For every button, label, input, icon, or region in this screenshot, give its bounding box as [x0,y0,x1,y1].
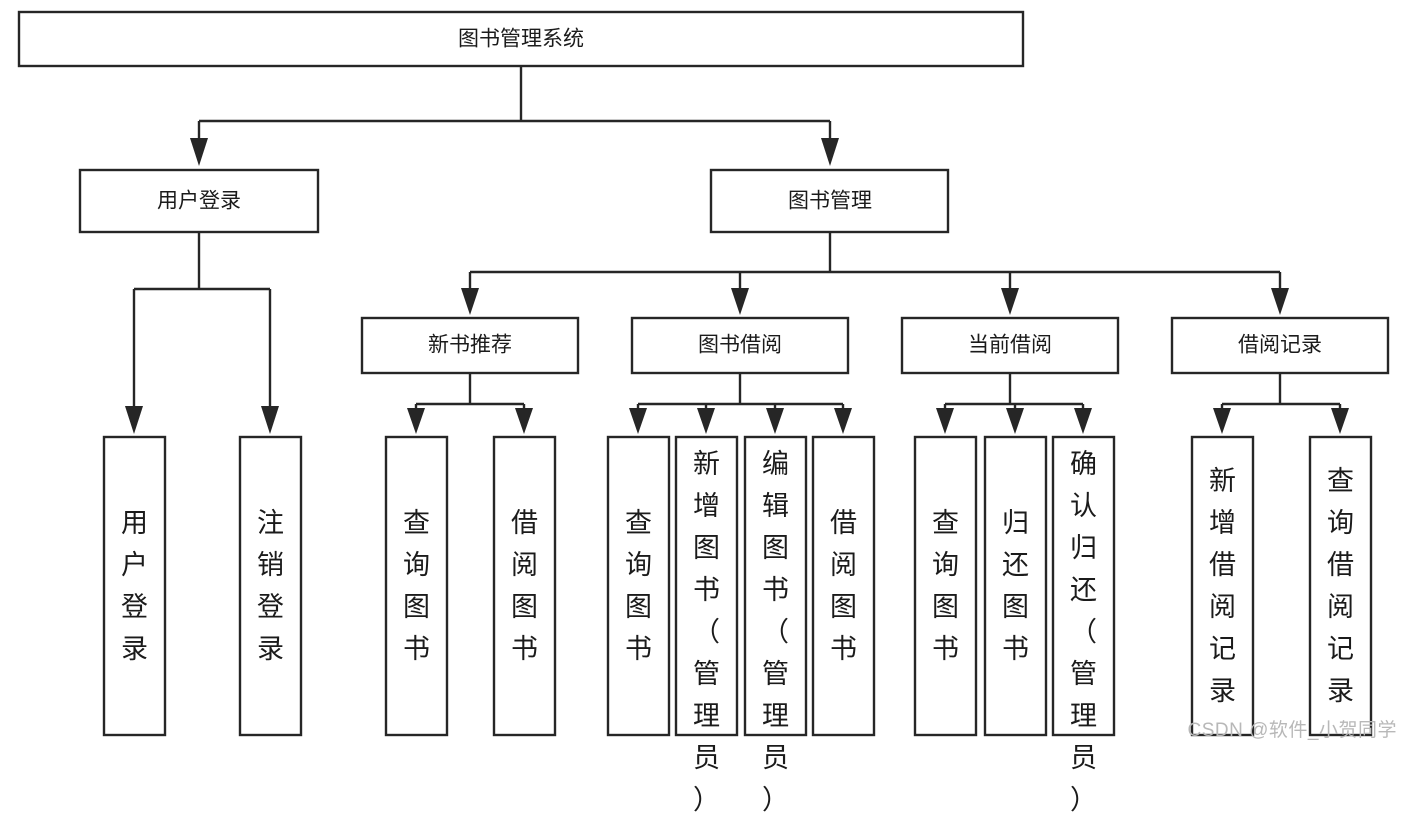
node-book-borrow-label: 图书借阅 [698,334,782,357]
leaf-return-book-box[interactable] [983,435,1048,737]
arrow-to-leaf-borrow-book-1 [515,408,533,434]
arrow-to-leaf-add-book [697,408,715,434]
arrow-to-user-login [190,138,208,166]
flowchart-canvas: 图书管理系统 用户登录 图书管理 新书推荐 图书借阅 当前借阅 借阅记录 [17,10,1396,815]
edge-group-root-to-level2 [190,66,839,166]
node-borrow-record[interactable]: 借阅记录 [1170,316,1390,375]
leaf-add-book-box[interactable] [674,435,739,737]
leaf-query-book-1-box[interactable] [384,435,449,737]
edge-group-current-borrow-to-leaves [936,373,1092,434]
node-user-login-box[interactable] [78,168,320,234]
node-new-book-recommend[interactable]: 新书推荐 [360,316,580,375]
arrow-to-leaf-query-record [1331,408,1349,434]
leaf-query-record-box[interactable] [1308,435,1373,737]
arrow-to-leaf-query-book-2 [629,408,647,434]
arrow-to-new-book-recommend [461,288,479,315]
edge-group-user-login-to-leaves [125,232,279,434]
hierarchy-diagram: 图书管理系统 用户登录 图书管理 新书推荐 图书借阅 当前借阅 借阅记录 [17,10,1390,737]
node-book-management[interactable]: 图书管理 [709,168,950,234]
node-current-borrow-label: 当前借阅 [968,334,1052,357]
arrow-to-book-management [821,138,839,166]
node-root-box[interactable] [17,10,1025,68]
node-root-label: 图书管理系统 [458,28,584,51]
arrow-to-borrow-record [1271,288,1289,315]
leaf-add-record-box[interactable] [1190,435,1255,737]
node-user-login[interactable]: 用户登录 [78,168,320,234]
arrow-to-leaf-user-login [125,406,143,434]
edge-group-new-book-recommend-to-leaves [407,373,533,434]
leaf-node-group [102,435,1373,737]
node-book-borrow[interactable]: 图书借阅 [630,316,850,375]
arrow-to-current-borrow [1001,288,1019,315]
node-new-book-recommend-label: 新书推荐 [428,334,512,357]
arrow-to-leaf-return-book [1006,408,1024,434]
node-borrow-record-box[interactable] [1170,316,1390,375]
arrow-to-leaf-logout-login [261,406,279,434]
node-user-login-label: 用户登录 [157,190,241,213]
leaf-borrow-book-2-box[interactable] [811,435,876,737]
leaf-user-login-box[interactable] [102,435,167,737]
arrow-to-leaf-confirm-return [1074,408,1092,434]
arrow-to-leaf-query-book-3 [936,408,954,434]
node-current-borrow-box[interactable] [900,316,1120,375]
node-borrow-record-label: 借阅记录 [1238,334,1322,357]
leaf-logout-login-box[interactable] [238,435,303,737]
leaf-edit-book-box[interactable] [743,435,808,737]
edge-group-borrow-record-to-leaves [1213,373,1349,434]
node-current-borrow[interactable]: 当前借阅 [900,316,1120,375]
edge-group-book-management-to-level3 [461,232,1289,315]
arrow-to-leaf-add-record [1213,408,1231,434]
node-book-management-label: 图书管理 [788,190,872,213]
node-root[interactable]: 图书管理系统 [17,10,1025,68]
node-book-borrow-box[interactable] [630,316,850,375]
node-new-book-recommend-box[interactable] [360,316,580,375]
leaf-query-book-3-box[interactable] [913,435,978,737]
arrow-to-leaf-borrow-book-2 [834,408,852,434]
node-book-management-box[interactable] [709,168,950,234]
edge-group-book-borrow-to-leaves [629,373,852,434]
leaf-borrow-book-1-box[interactable] [492,435,557,737]
arrow-to-book-borrow [731,288,749,315]
leaf-query-book-2-box[interactable] [606,435,671,737]
arrow-to-leaf-edit-book [766,408,784,434]
leaf-confirm-return-box[interactable] [1051,435,1116,737]
arrow-to-leaf-query-book-1 [407,408,425,434]
